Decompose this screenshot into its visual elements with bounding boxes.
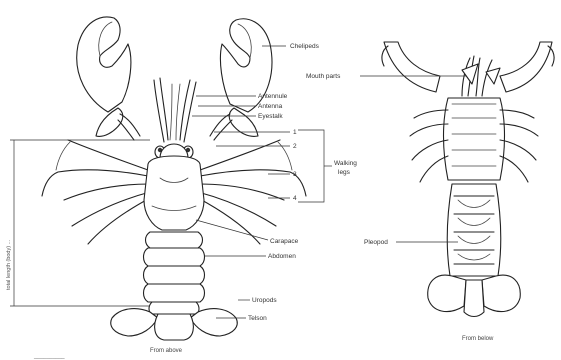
antennae <box>154 78 196 142</box>
label-abdomen: Abdomen <box>268 253 296 260</box>
label-mouth-parts: Mouth parts <box>306 73 341 80</box>
label-leg-1: 1 <box>293 129 297 136</box>
label-pleopod: Pleopod <box>364 239 388 246</box>
carapace-shape <box>144 156 204 230</box>
label-carapace: Carapace <box>270 238 299 245</box>
label-eyestalk: Eyestalk <box>258 113 283 120</box>
dorsal-view-lobster <box>10 17 306 340</box>
label-leg-3: 3 <box>293 171 297 178</box>
label-total-length: total length (body) ... <box>6 239 12 290</box>
label-walking: Walking <box>334 160 357 167</box>
right-cheliped <box>210 19 272 140</box>
ventral-view-lobster <box>382 42 554 317</box>
caption-from-below: From below <box>462 336 494 342</box>
label-leg-4: 4 <box>293 195 297 202</box>
figure-credit: __________ <box>33 354 66 360</box>
label-chelipeds: Chelipeds <box>290 43 320 50</box>
label-antennule: Antennule <box>258 93 288 100</box>
caption-from-above: From above <box>150 348 183 354</box>
label-leg-2: 2 <box>293 143 297 150</box>
left-cheliped <box>77 17 140 140</box>
label-telson: Telson <box>248 315 267 322</box>
label-antenna: Antenna <box>258 103 283 110</box>
mouth-parts <box>462 56 500 96</box>
walking-legs-left <box>42 140 150 244</box>
abdomen-segments <box>144 232 205 314</box>
ventral-abdomen <box>447 184 501 276</box>
label-uropods: Uropods <box>252 297 277 304</box>
label-legs: legs <box>338 169 351 176</box>
walking-legs-right <box>198 140 306 244</box>
